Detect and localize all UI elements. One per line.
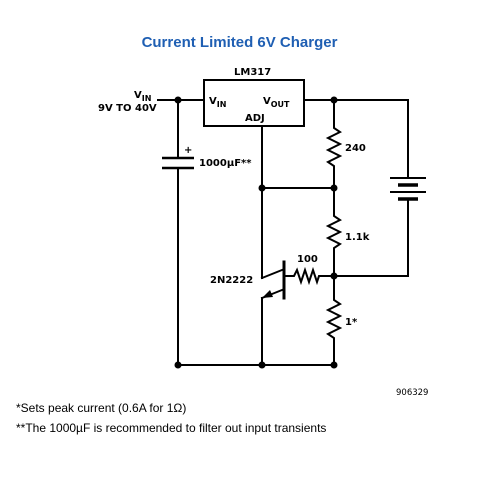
r100-resistor xyxy=(290,266,322,286)
figure-number: 906329 xyxy=(396,388,428,398)
emitter-arrow-icon xyxy=(262,290,273,298)
note-capacitor: **The 1000µF is recommended to filter ou… xyxy=(16,421,327,435)
cap-polarity-label: + xyxy=(184,145,192,156)
junction-adj xyxy=(258,184,266,192)
lm317-box xyxy=(203,79,305,127)
r240-resistor xyxy=(325,124,343,170)
junction-gnd-mid xyxy=(258,361,266,369)
cap-value-label: 1000µF** xyxy=(199,158,252,169)
r100-label: 100 xyxy=(297,254,318,265)
junction-gnd-right xyxy=(330,361,338,369)
diagram-title: Current Limited 6V Charger xyxy=(141,34,338,51)
vin-label: VIN xyxy=(134,90,151,103)
r11k-label: 1.1k xyxy=(345,232,370,243)
pin-out-label: VOUT xyxy=(263,96,290,109)
rsense-label: 1* xyxy=(345,317,358,328)
pin-adj-label: ADJ xyxy=(245,113,265,124)
r240-label: 240 xyxy=(345,143,366,154)
collector-lead xyxy=(260,268,284,280)
junction-input xyxy=(174,96,182,104)
junction-output xyxy=(330,96,338,104)
rsense-resistor xyxy=(325,296,343,340)
regulator-part-label: LM317 xyxy=(234,67,271,78)
pin-in-label: VIN xyxy=(209,96,226,109)
junction-gnd-left xyxy=(174,361,182,369)
note-peak-current: *Sets peak current (0.6A for 1Ω) xyxy=(16,401,187,415)
junction-mid xyxy=(330,184,338,192)
r11k-resistor xyxy=(325,212,343,250)
transistor-label: 2N2222 xyxy=(210,275,253,286)
vin-range-label: 9V TO 40V xyxy=(98,103,157,114)
junction-sense xyxy=(330,272,338,280)
